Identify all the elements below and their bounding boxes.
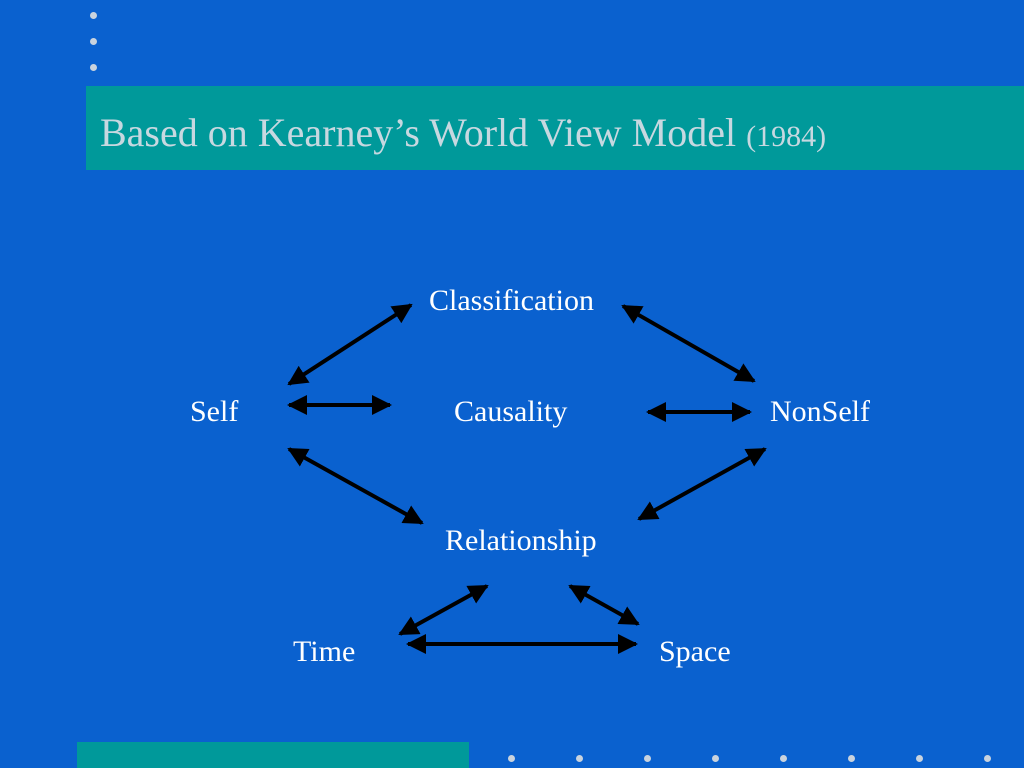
arrow-classification-nonself xyxy=(621,304,756,383)
node-causality: Causality xyxy=(454,395,567,428)
arrow-self-relationship xyxy=(287,447,424,525)
decorative-dot xyxy=(916,755,923,762)
arrow-relationship-space xyxy=(568,584,640,626)
arrow-classification-self xyxy=(287,303,413,386)
decorative-dot xyxy=(644,755,651,762)
decorative-dot xyxy=(984,755,991,762)
arrow-relationship-time xyxy=(398,584,489,636)
node-space: Space xyxy=(659,635,731,668)
node-self: Self xyxy=(190,395,238,428)
bottom-accent-bar xyxy=(77,742,469,768)
decorative-dot xyxy=(848,755,855,762)
decorative-dot xyxy=(780,755,787,762)
decorative-dot xyxy=(90,64,97,71)
decorative-dot xyxy=(508,755,515,762)
slide-title-year: (1984) xyxy=(746,120,827,153)
arrow-nonself-relationship xyxy=(637,447,767,521)
decorative-dot xyxy=(712,755,719,762)
decorative-dot xyxy=(576,755,583,762)
decorative-dot xyxy=(90,38,97,45)
title-bar: Based on Kearney’s World View Model (198… xyxy=(86,86,1024,170)
node-relationship: Relationship xyxy=(445,524,597,557)
slide-title: Based on Kearney’s World View Model (198… xyxy=(100,108,826,162)
node-time: Time xyxy=(293,635,355,668)
slide-title-main: Based on Kearney’s World View Model xyxy=(100,110,737,155)
node-nonself: NonSelf xyxy=(770,395,870,428)
node-classification: Classification xyxy=(429,284,594,317)
decorative-dot xyxy=(90,12,97,19)
